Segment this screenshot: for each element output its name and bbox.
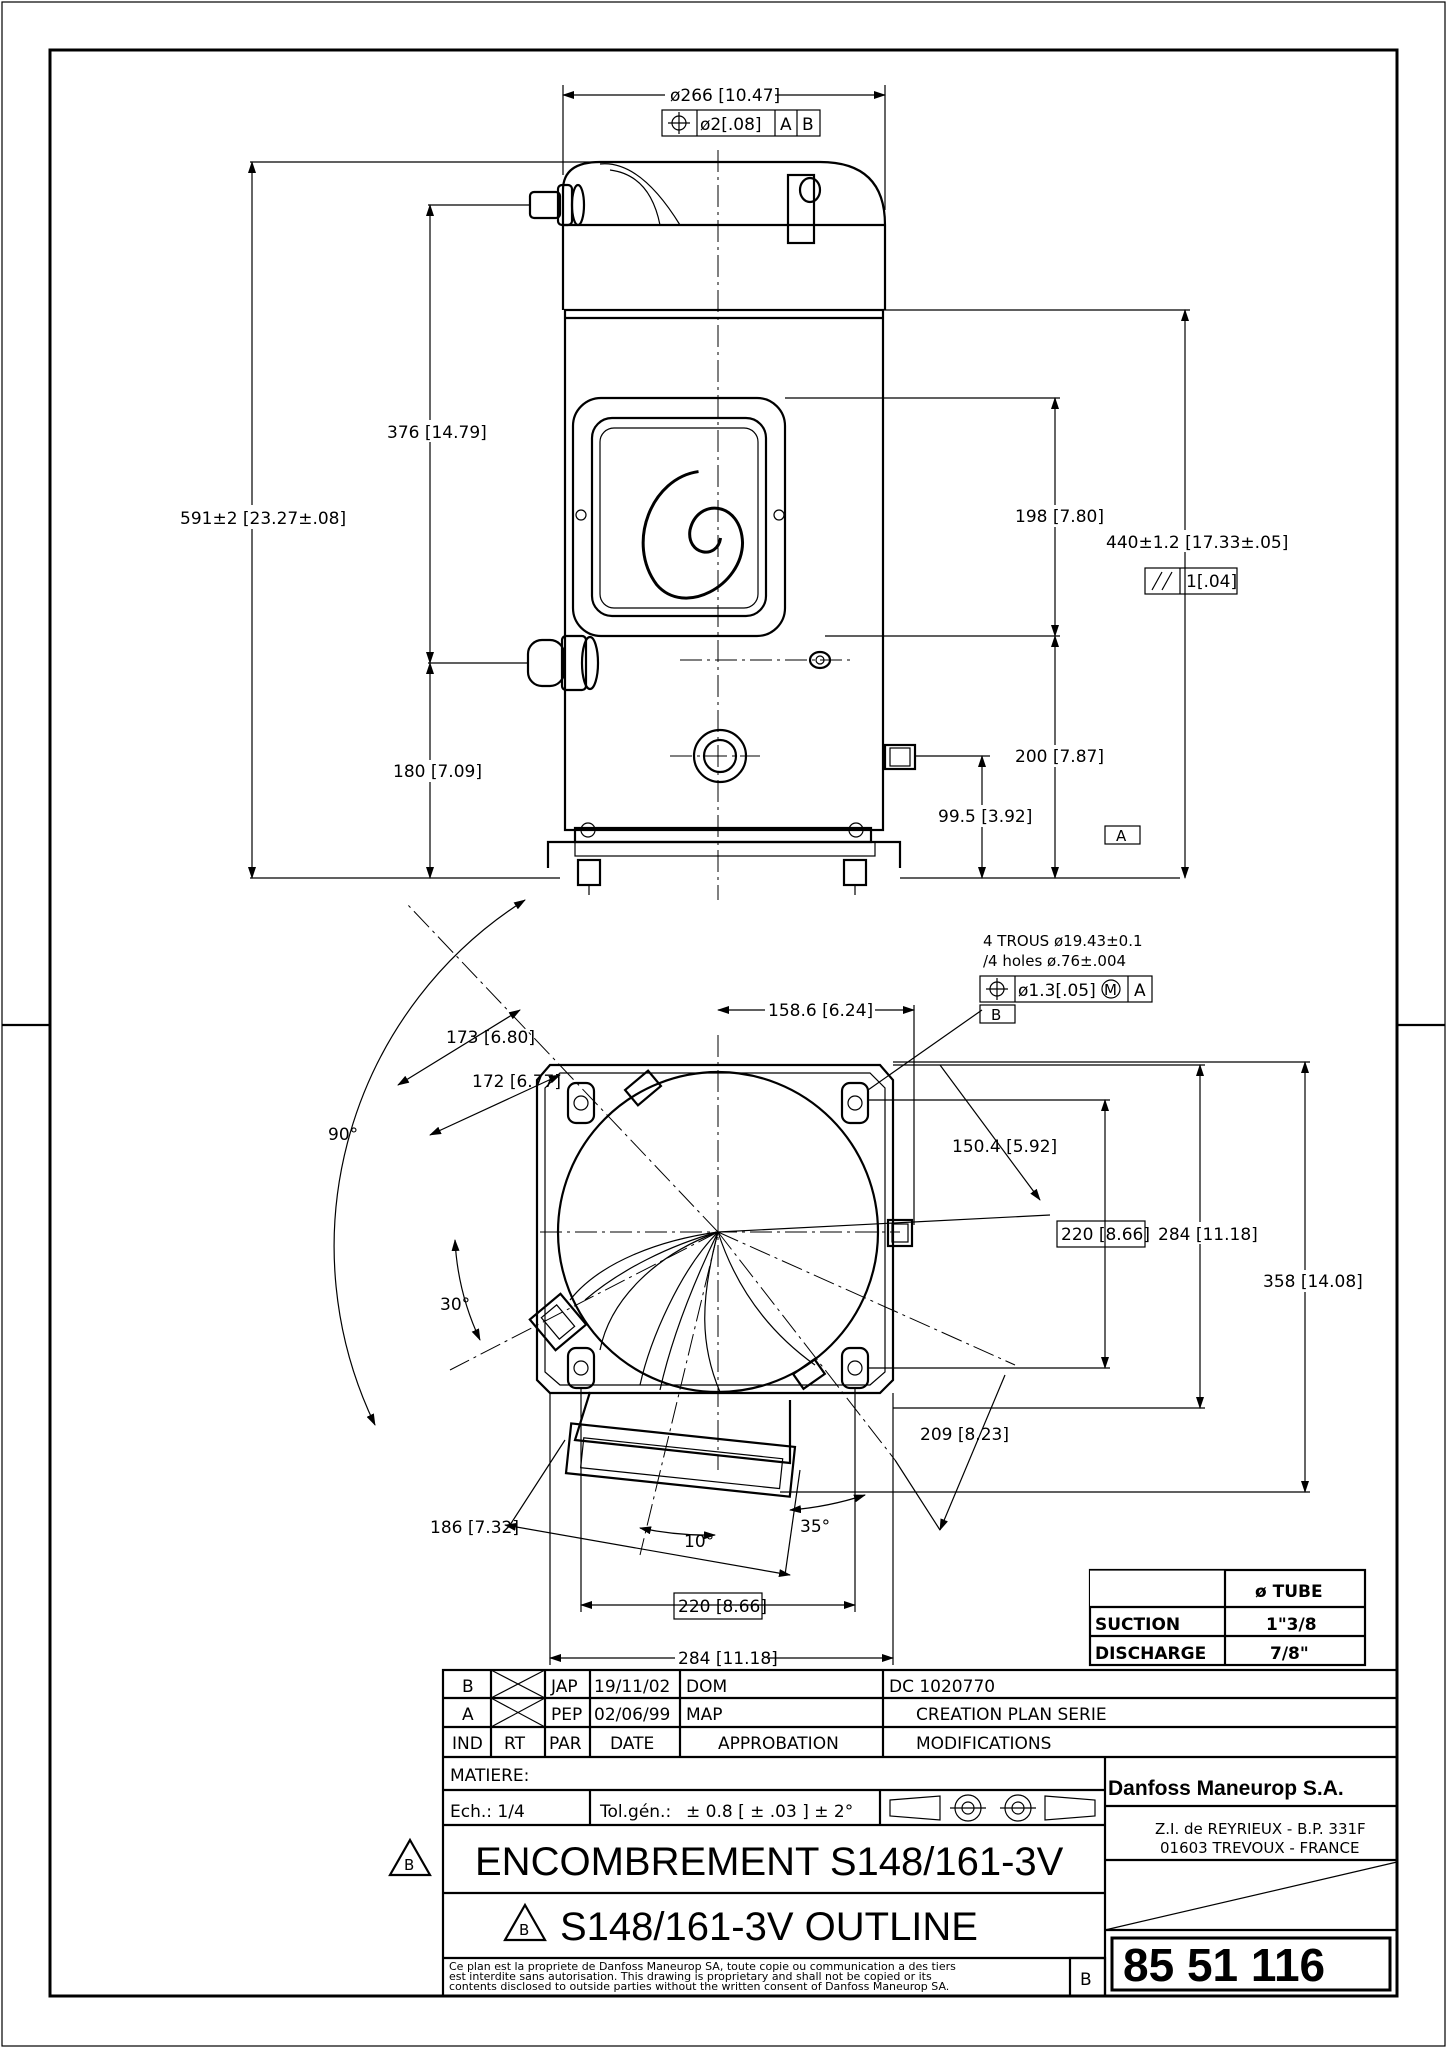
dim-284-bottom: 284 [11.18]	[678, 1649, 778, 1669]
tube-header: ø TUBE	[1255, 1582, 1323, 1602]
svg-text:B: B	[404, 1856, 414, 1874]
rev-a-mod: CREATION PLAN SERIE	[916, 1705, 1107, 1725]
revision-triangle-icon: B	[388, 1837, 432, 1877]
svg-text:A: A	[1116, 827, 1127, 845]
rev-b-date: 19/11/02	[594, 1677, 670, 1697]
company-address-2: 01603 TREVOUX - FRANCE	[1160, 1839, 1359, 1857]
dim-173: 173 [6.80]	[446, 1028, 535, 1048]
parallelism-tolerance-frame: 1[.04]	[1144, 567, 1238, 595]
dim-284-right: 284 [11.18]	[1158, 1225, 1258, 1245]
position-tolerance-frame: ø2[.08] A B	[661, 109, 821, 137]
tube-row-discharge-label: DISCHARGE	[1095, 1644, 1206, 1664]
drawing-number: 85 51 116	[1123, 1939, 1325, 1991]
dim-440: 440±1.2 [17.33±.05]	[1106, 533, 1288, 553]
tube-row-suction-value: 1"3/8	[1266, 1615, 1317, 1635]
hdr-par: PAR	[549, 1734, 582, 1754]
svg-text:B: B	[802, 115, 814, 135]
dim-220-bottom: 220 [8.66]	[678, 1597, 767, 1617]
dim-220-right: 220 [8.66]	[1061, 1225, 1150, 1245]
rev-a-par: PEP	[551, 1705, 582, 1725]
dim-209: 209 [8.23]	[920, 1425, 1009, 1445]
dim-35-deg: 35°	[800, 1517, 830, 1537]
svg-text:A: A	[1134, 981, 1146, 1001]
dim-99-5: 99.5 [3.92]	[938, 807, 1032, 827]
svg-text:B: B	[519, 1921, 529, 1939]
hdr-mod: MODIFICATIONS	[916, 1734, 1051, 1754]
rev-b-ind: B	[462, 1677, 474, 1697]
datum-a-marker: A	[1104, 825, 1141, 845]
revision-triangle-icon-2: B	[503, 1902, 547, 1942]
dim-30-deg: 30°	[440, 1295, 470, 1315]
company-address-1: Z.I. de REYRIEUX - B.P. 331F	[1155, 1820, 1366, 1838]
svg-text:ø1.3[.05]: ø1.3[.05]	[1018, 981, 1096, 1001]
sheet-revision: B	[1080, 1970, 1092, 1990]
scale: Ech.: 1/4	[450, 1802, 525, 1822]
matiere-label: MATIERE:	[450, 1766, 529, 1786]
copyright-line-3: contents disclosed to outside parties wi…	[449, 1980, 949, 1993]
hdr-date: DATE	[610, 1734, 654, 1754]
dim-198: 198 [7.80]	[1015, 507, 1104, 527]
dim-358: 358 [14.08]	[1263, 1272, 1363, 1292]
holes-callout-en: /4 holes ø.76±.004	[983, 952, 1126, 970]
projection-symbol	[889, 1794, 1096, 1822]
svg-text:ø2[.08]: ø2[.08]	[700, 115, 762, 135]
title-fr: ENCOMBREMENT S148/161-3V	[475, 1840, 1064, 1884]
hdr-appr: APPROBATION	[718, 1734, 839, 1754]
rev-a-ind: A	[462, 1705, 474, 1725]
tol-value: ± 0.8 [ ± .03 ] ± 2°	[686, 1802, 853, 1822]
dim-186: 186 [7.32]	[430, 1518, 519, 1538]
rev-b-par: JAP	[550, 1677, 578, 1697]
dim-200: 200 [7.87]	[1015, 747, 1104, 767]
svg-text:1[.04]: 1[.04]	[1186, 572, 1237, 592]
svg-text:A: A	[780, 115, 792, 135]
tube-row-discharge-value: 7/8"	[1270, 1644, 1309, 1664]
dim-10-deg: 10°	[684, 1532, 714, 1552]
title-en: S148/161-3V OUTLINE	[560, 1905, 978, 1949]
dim-172: 172 [6.77]	[472, 1072, 561, 1092]
hdr-rt: RT	[504, 1734, 526, 1754]
copyright-line-1: Ce plan est la propriete de Danfoss Mane…	[449, 1960, 956, 1973]
rev-a-date: 02/06/99	[594, 1705, 670, 1725]
dim-90-deg: 90°	[328, 1125, 358, 1145]
title-block: B JAP 19/11/02 DOM DC 1020770 A PEP 02/0…	[388, 1668, 1399, 1998]
rev-b-appr: DOM	[686, 1677, 727, 1697]
hdr-ind: IND	[452, 1734, 483, 1754]
rev-b-mod: DC 1020770	[889, 1677, 995, 1697]
dim-376: 376 [14.79]	[387, 423, 487, 443]
svg-text:M: M	[1104, 981, 1117, 999]
tube-table: ø TUBE SUCTION 1"3/8 DISCHARGE 7/8"	[1088, 1568, 1367, 1667]
top-view: 4 TROUS ø19.43±0.1 /4 holes ø.76±.004 ø1…	[328, 899, 1363, 1669]
dim-diameter-266: ø266 [10.47]	[670, 86, 780, 106]
tol-label: Tol.gén.:	[599, 1802, 671, 1822]
holes-position-frame: ø1.3[.05] M A	[979, 975, 1153, 1003]
rev-a-appr: MAP	[686, 1705, 723, 1725]
dim-180: 180 [7.09]	[393, 762, 482, 782]
copyright-line-2: est interdite sans autorisation. This dr…	[449, 1970, 932, 1983]
front-view: ø266 [10.47] ø2[.08] A B 591±2 [23.27±.0…	[175, 83, 1288, 900]
dim-height-591: 591±2 [23.27±.08]	[180, 509, 346, 529]
dim-158-6: 158.6 [6.24]	[768, 1001, 873, 1021]
tube-row-suction-label: SUCTION	[1095, 1615, 1180, 1635]
holes-callout-fr: 4 TROUS ø19.43±0.1	[983, 932, 1143, 950]
company-name: Danfoss Maneurop S.A.	[1108, 1777, 1344, 1800]
datum-b-marker: B	[979, 1004, 1016, 1024]
dim-150-4: 150.4 [5.92]	[952, 1137, 1057, 1157]
svg-text:B: B	[991, 1006, 1001, 1024]
